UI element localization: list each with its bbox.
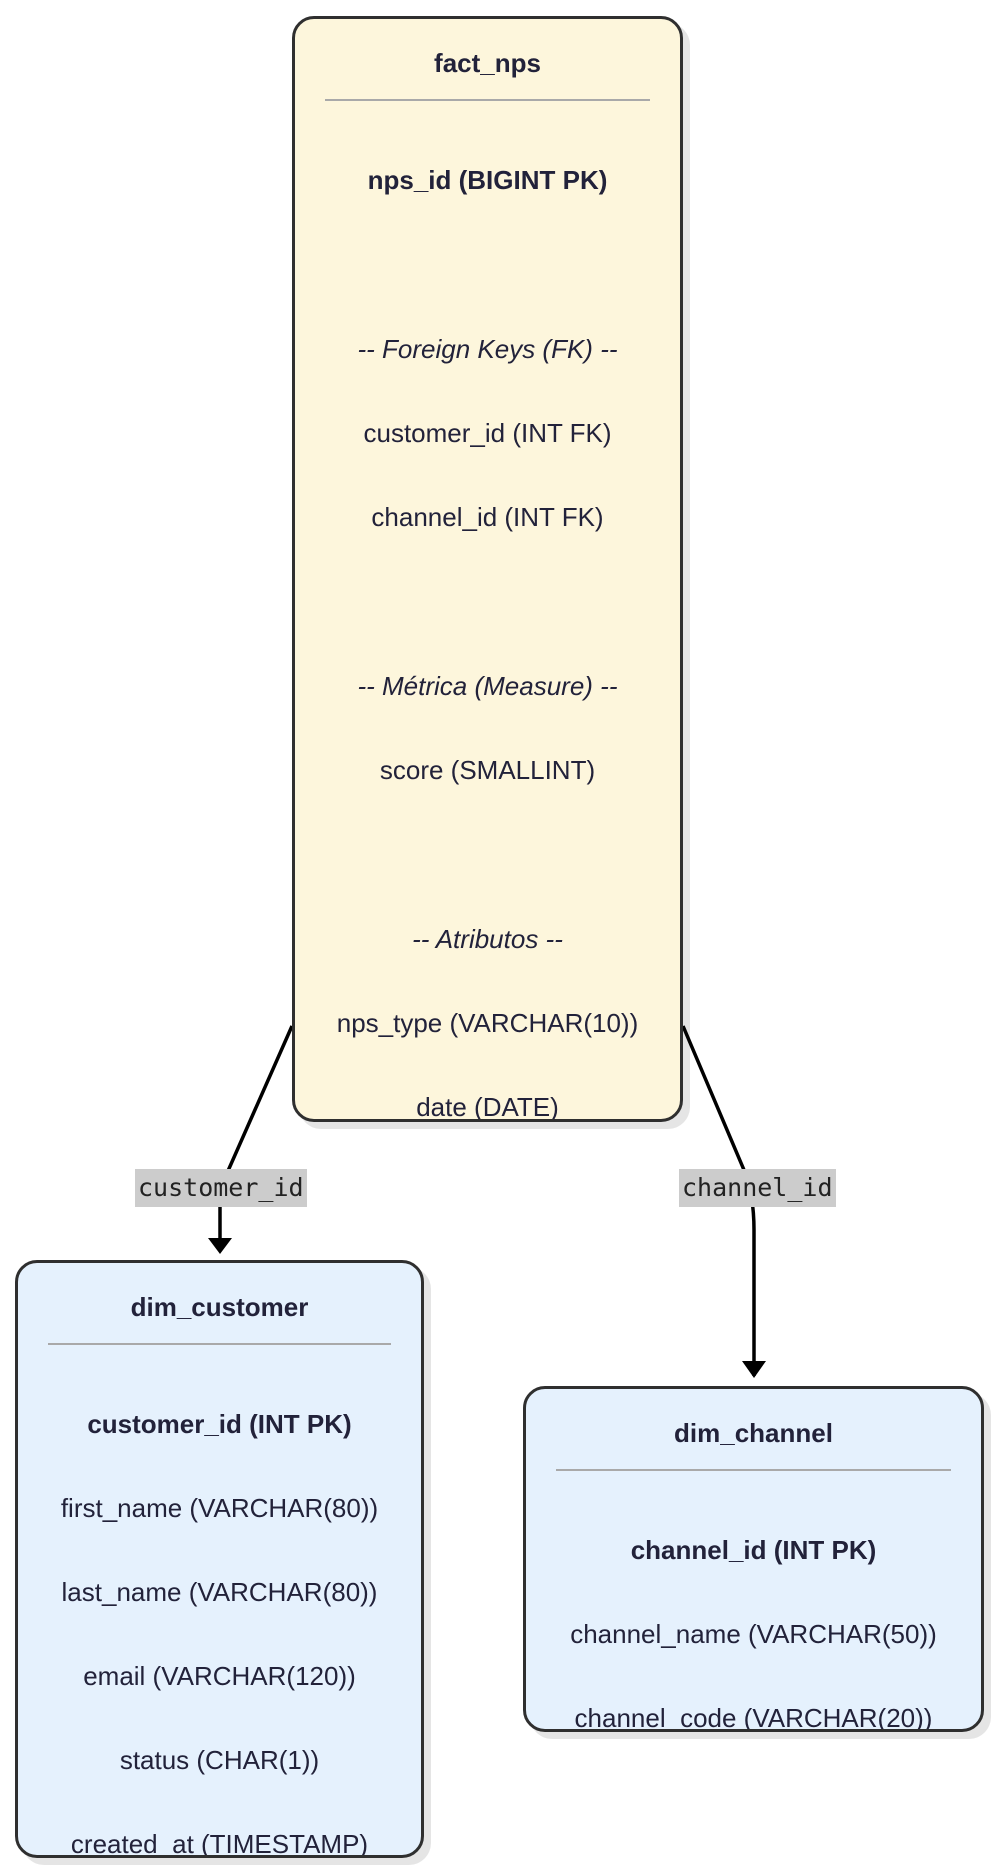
dim-channel-column-channel-code: channel_code (VARCHAR(20)) xyxy=(574,1703,933,1732)
dim-channel-table[interactable]: dim_channel channel_id (INT PK) channel_… xyxy=(523,1386,984,1732)
fact-nps-attributes-section-header: -- Atributos -- xyxy=(412,924,563,954)
arrowhead-channel xyxy=(742,1361,766,1378)
dim-channel-title: dim_channel xyxy=(674,1418,833,1448)
dim-channel-pk-row: channel_id (INT PK) xyxy=(630,1535,877,1565)
edge-fact-to-customer xyxy=(218,1025,294,1250)
dim-channel-divider xyxy=(556,1469,951,1471)
dim-customer-column-first-name: first_name (VARCHAR(80)) xyxy=(60,1493,379,1523)
dim-customer-column-created-at: created_at (TIMESTAMP) xyxy=(70,1829,369,1858)
fact-nps-pk-row: nps_id (BIGINT PK) xyxy=(367,165,608,195)
fact-nps-table[interactable]: fact_nps nps_id (BIGINT PK) -- Foreign K… xyxy=(292,16,683,1122)
dim-customer-title: dim_customer xyxy=(130,1292,309,1322)
fact-nps-measure-section-header: -- Métrica (Measure) -- xyxy=(357,671,618,701)
edge-label-customer-id: customer_id xyxy=(135,1169,307,1207)
dim-customer-column-email: email (VARCHAR(120)) xyxy=(83,1661,356,1691)
fact-nps-column-customer-id: customer_id (INT FK) xyxy=(363,418,612,448)
dim-customer-column-last-name: last_name (VARCHAR(80)) xyxy=(61,1577,378,1607)
fact-nps-title: fact_nps xyxy=(434,48,541,78)
dim-customer-column-status: status (CHAR(1)) xyxy=(119,1745,320,1775)
dim-customer-table[interactable]: dim_customer customer_id (INT PK) first_… xyxy=(15,1260,424,1858)
fact-nps-column-date: date (DATE) xyxy=(416,1092,559,1122)
edge-label-channel-id: channel_id xyxy=(679,1169,836,1207)
fact-nps-column-nps-type: nps_type (VARCHAR(10)) xyxy=(336,1008,639,1038)
fact-nps-divider xyxy=(325,99,650,101)
dim-channel-column-channel-name: channel_name (VARCHAR(50)) xyxy=(570,1619,937,1649)
dim-customer-pk-row: customer_id (INT PK) xyxy=(87,1409,352,1439)
arrowhead-customer xyxy=(208,1238,232,1254)
fact-nps-column-channel-id: channel_id (INT FK) xyxy=(371,502,604,532)
fact-nps-fk-section-header: -- Foreign Keys (FK) -- xyxy=(357,334,618,364)
dim-customer-divider xyxy=(48,1343,391,1345)
fact-nps-column-score: score (SMALLINT) xyxy=(379,755,596,785)
